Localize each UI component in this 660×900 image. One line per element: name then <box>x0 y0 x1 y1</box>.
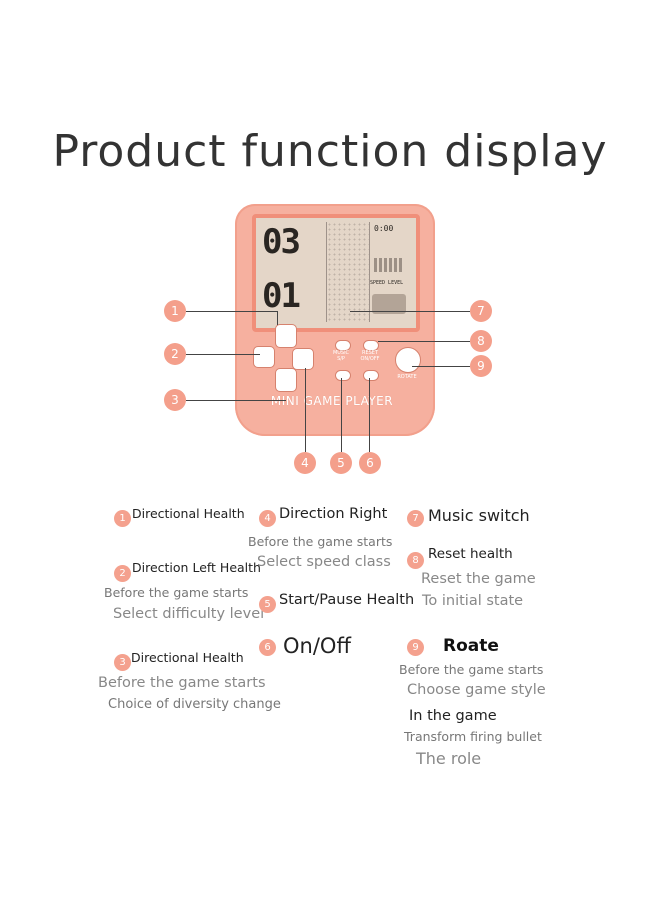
lcd-level-bars <box>374 258 402 272</box>
feature-8-line1: Reset the game <box>421 571 536 587</box>
feature-9-line5: The role <box>416 749 482 768</box>
feature-5-title: Start/Pause Health <box>279 592 415 608</box>
callout-line-9 <box>412 366 470 367</box>
callout-badge-8: 8 <box>470 330 492 352</box>
rotate-label: ROTATE <box>397 374 417 380</box>
page-title: Product function display <box>52 126 608 177</box>
dpad-up-button[interactable] <box>275 324 297 348</box>
music-button[interactable] <box>335 340 351 351</box>
feature-2-badge: 2 <box>114 565 131 582</box>
callout-badge-5: 5 <box>330 452 352 474</box>
callout-line-6 <box>369 378 370 452</box>
feature-1-title: Directional Health <box>132 506 245 521</box>
callout-badge-4: 4 <box>294 452 316 474</box>
feature-2-title: Direction Left Health <box>132 560 261 575</box>
start-pause-button[interactable] <box>335 370 351 381</box>
callout-line-3 <box>186 400 286 401</box>
feature-3-title: Directional Health <box>131 650 244 665</box>
lcd-speed-level: SPEED LEVEL <box>370 280 404 286</box>
feature-9-line4: Transform firing bullet <box>404 729 542 744</box>
feature-9-title: Roate <box>443 636 499 656</box>
feature-9-line1: Before the game starts <box>399 662 544 677</box>
callout-badge-3: 3 <box>164 389 186 411</box>
feature-3-line1: Before the game starts <box>98 675 266 691</box>
lcd-playfield <box>326 222 370 322</box>
lcd-tank-icon <box>372 294 406 314</box>
feature-9-line3: In the game <box>409 708 497 724</box>
feature-4-badge: 4 <box>259 510 276 527</box>
feature-7-badge: 7 <box>407 510 424 527</box>
callout-line-5 <box>341 378 342 452</box>
device-brand: MINI GAME PLAYER <box>270 394 394 408</box>
feature-8-title: Reset health <box>428 546 513 562</box>
feature-6-title: On/Off <box>283 634 351 658</box>
callout-line-2 <box>186 354 260 355</box>
feature-5-badge: 5 <box>259 596 276 613</box>
callout-line-7 <box>350 311 470 312</box>
feature-8-badge: 8 <box>407 552 424 569</box>
dpad-down-button[interactable] <box>275 368 297 392</box>
callout-badge-1: 1 <box>164 300 186 322</box>
on-off-button[interactable] <box>363 370 379 381</box>
lcd-screen: 03 01 0:00 SPEED LEVEL <box>252 214 420 332</box>
mini-game-device: 03 01 0:00 SPEED LEVEL MUSIC S/P RESET O… <box>235 204 435 436</box>
feature-7-title: Music switch <box>428 506 530 525</box>
feature-4-title: Direction Right <box>279 506 388 522</box>
reset-button[interactable] <box>363 340 379 351</box>
dpad-right-button[interactable] <box>292 348 314 370</box>
callout-line-1b <box>277 311 278 325</box>
callout-badge-2: 2 <box>164 343 186 365</box>
feature-4-line2: Select speed class <box>257 554 391 570</box>
feature-5-line1: To initial state <box>422 593 524 609</box>
lcd-bottom-digits: 01 <box>262 276 301 316</box>
dpad-left-button[interactable] <box>253 346 275 368</box>
lcd-timer: 0:00 <box>374 224 394 233</box>
feature-2-line2: Select difficulty level <box>113 606 265 622</box>
feature-4-line1: Before the game starts <box>248 534 393 549</box>
feature-6-badge: 6 <box>259 639 276 656</box>
callout-badge-9: 9 <box>470 355 492 377</box>
callout-line-4 <box>305 368 306 452</box>
callout-badge-6: 6 <box>359 452 381 474</box>
feature-2-line1: Before the game starts <box>104 585 249 600</box>
music-label: MUSIC S/P <box>332 350 350 362</box>
feature-1-badge: 1 <box>114 510 131 527</box>
rotate-button[interactable] <box>395 347 421 373</box>
feature-3-line2: Choice of diversity change <box>108 697 281 712</box>
feature-3-badge: 3 <box>114 654 131 671</box>
callout-badge-7: 7 <box>470 300 492 322</box>
reset-label: RESET ON/OFF <box>360 350 380 362</box>
callout-line-1 <box>186 311 278 312</box>
lcd-top-digits: 03 <box>262 222 301 262</box>
callout-line-8 <box>378 341 470 342</box>
feature-9-line2: Choose game style <box>407 682 546 698</box>
feature-9-badge: 9 <box>407 639 424 656</box>
